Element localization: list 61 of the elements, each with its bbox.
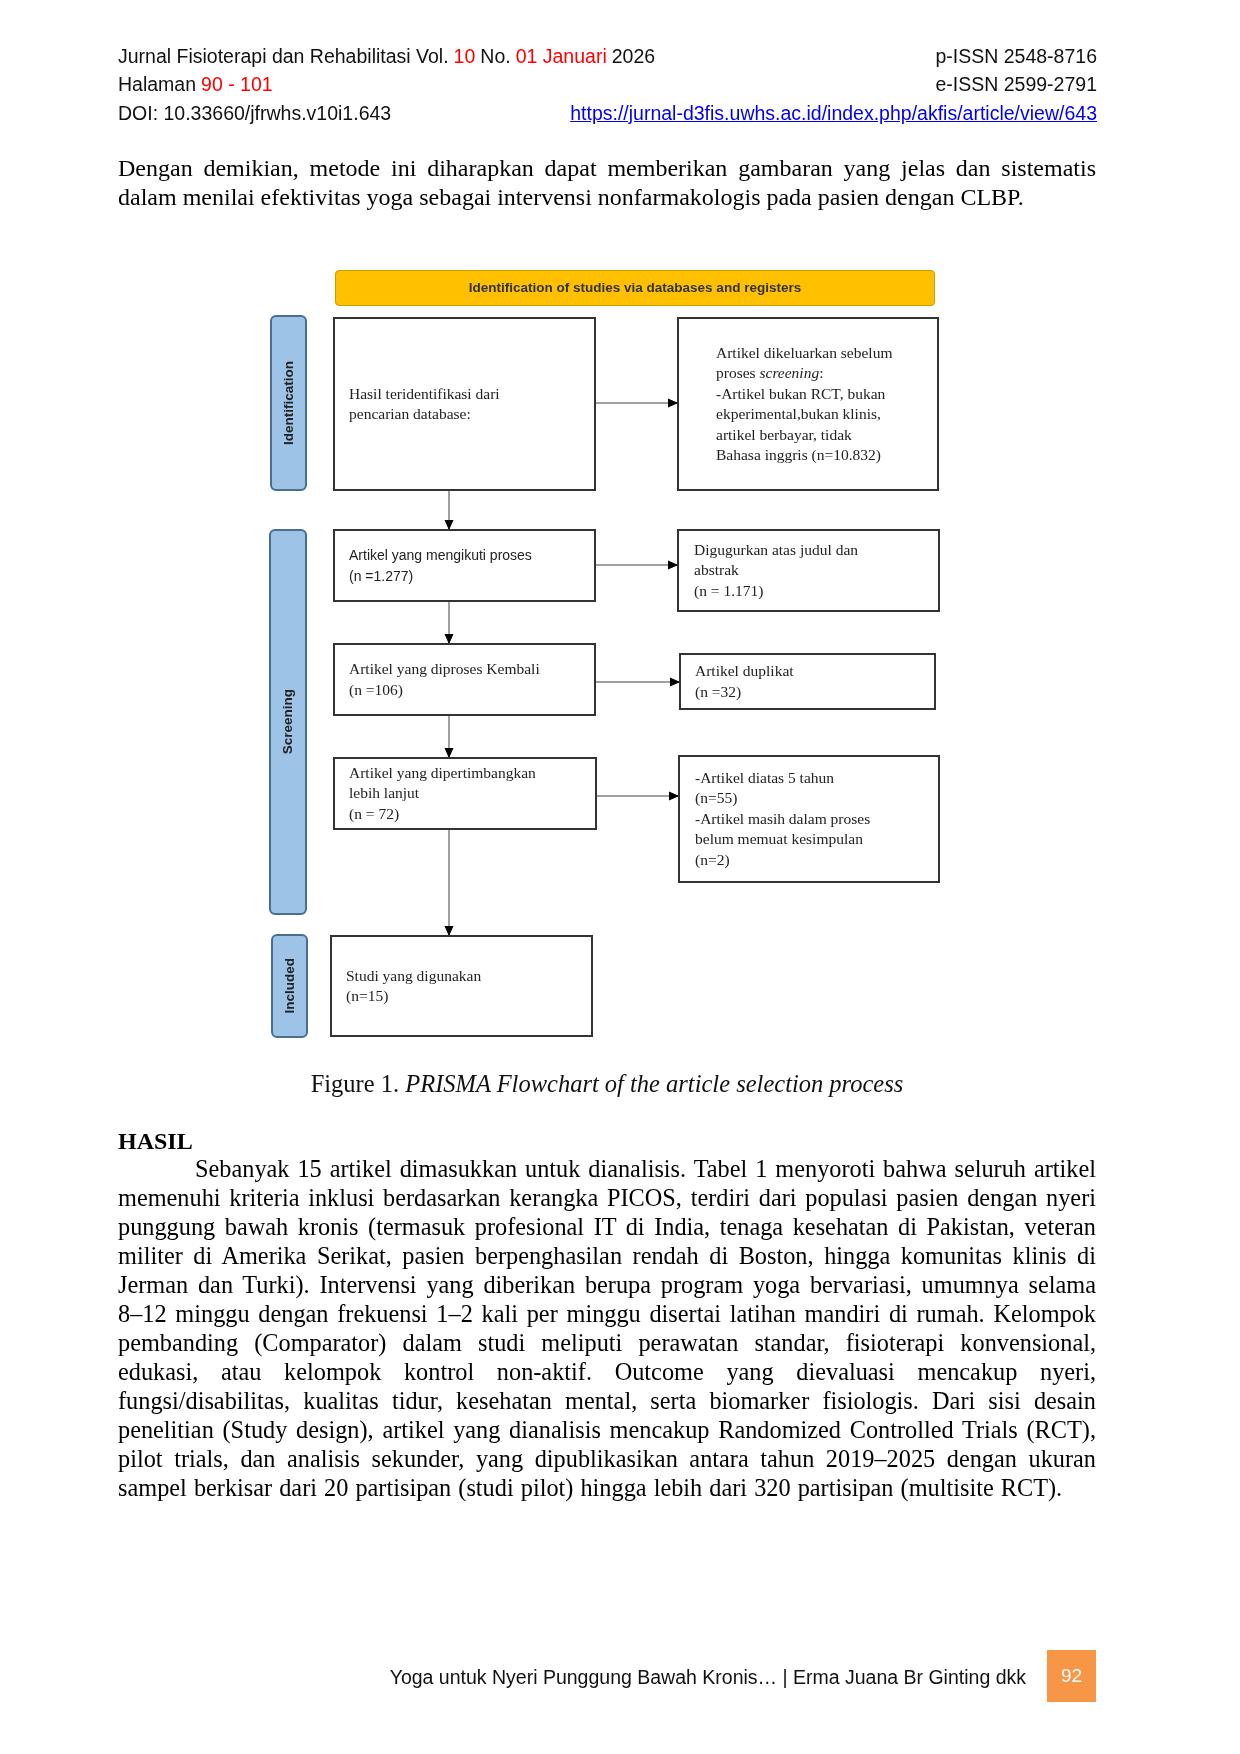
page-range: 90 - 101 bbox=[201, 72, 273, 96]
box-text: Digugurkan atas judul dan abstrak bbox=[694, 539, 859, 581]
exclusion-box bbox=[679, 653, 936, 710]
page-range-label: Halaman bbox=[118, 72, 197, 96]
page-number: 92 bbox=[1047, 1650, 1096, 1702]
phase-label: Screening bbox=[280, 689, 296, 755]
paragraph: Sebanyak 15 artikel dimasukkan untuk dianalisis. Tabel 1 menyoroti bahwa seluruh artikel memenuhi kriteria inklusi berdasarkan kerangka PICOS, terdiri dari populasi pasien dengan nyeri punggung bawah kronis (termasuk profesional IT di India, tenaga kesehatan di Pakistan, veteran militer di Amerika Serikat, pasien berpenghasilan rendah di Boston, hingga komunitas klinis di Jerman dan Turki). Intervensi yang diberikan berupa program yoga bervariasi, umumnya selama 8–12 minggu dengan frekuensi 1–2 kali per minggu disertai latihan mandiri di rumah. Kelompok pembanding (Comparator) dalam studi meliputi perawatan standar, fisioterapi konvensional, edukasi, atau kelompok kontrol non-aktif. Outcome yang dievaluasi mencakup nyeri, fungsi/disabilitas, kualitas tidur, kesehatan mental, serta biomarker fisiologis. Dari sisi desain penelitian (Study design), artikel yang dianalisis mencakup Randomized Controlled Trials (RCT), pilot trials, dan analisis sekunder, yang dipublikasikan antara tahun 2019–2025 dengan ukuran sampel berkisar dari 20 partisipan (studi pilot) hingga lebih dari 320 partisipan (multisite RCT). bbox=[118, 1154, 1096, 1502]
arrow bbox=[595, 398, 678, 408]
arrow bbox=[444, 490, 454, 530]
box-text: (n =1.277) bbox=[349, 566, 414, 586]
box-text: -Artikel bukan RCT, bukan ekperimental,bukan klinis, artikel berbayar, tidak Bahasa inggris (n=10.832) bbox=[716, 383, 887, 465]
box-text: -Artikel diatas 5 tahun bbox=[695, 767, 835, 788]
box-text: (n=15) bbox=[346, 986, 389, 1006]
volume-number: 10 bbox=[453, 44, 476, 68]
issue-year: 2026 bbox=[611, 44, 656, 68]
phase-label: Identification bbox=[280, 361, 297, 445]
box-text: (n = 72) bbox=[349, 803, 400, 824]
band-title: Identification of studies via databases and registers bbox=[468, 280, 802, 296]
issue-label: No. bbox=[480, 44, 511, 68]
arrow bbox=[595, 560, 678, 570]
paragraph: Dengan demikian, metode ini diharapkan dapat memberikan gambaran yang jelas dan sistematis dalam menilai efektivitas yoga sebagai intervensi nonfarmakologis pada pasien dengan CLBP. bbox=[118, 154, 1096, 212]
header-band bbox=[335, 270, 935, 306]
issn-text: e-ISSN 2599-2791 bbox=[935, 72, 1097, 96]
box-text: Artikel yang mengikuti proses bbox=[349, 546, 532, 565]
journal-title: Jurnal Fisioterapi dan Rehabilitasi Vol. bbox=[118, 44, 449, 68]
box-text: Artikel duplikat bbox=[695, 661, 794, 681]
box-text: (n =106) bbox=[349, 679, 403, 700]
box-text: Hasil teridentifikasi dari pencarian database: bbox=[349, 383, 501, 424]
process-box bbox=[333, 317, 596, 491]
process-box bbox=[330, 935, 593, 1037]
running-footer: Yoga untuk Nyeri Punggung Bawah Kronis… | Erma Juana Br Ginting dkk bbox=[389, 1664, 1026, 1690]
box-text: Artikel yang dipertimbangkan lebih lanjut bbox=[349, 762, 537, 804]
arrow bbox=[595, 677, 680, 687]
process-box bbox=[333, 757, 597, 830]
phase-bar bbox=[271, 934, 308, 1038]
box-text: Artikel dikeluarkan sebelum proses screening: bbox=[716, 342, 894, 383]
box-text: Artikel yang diproses Kembali bbox=[349, 659, 540, 679]
box-text: -Artikel masih dalam proses belum memuat kesimpulan bbox=[695, 808, 872, 850]
box-text: (n = 1.171) bbox=[694, 580, 764, 601]
process-box bbox=[333, 529, 596, 602]
box-text: (n =32) bbox=[695, 681, 742, 702]
phase-label: Included bbox=[281, 958, 298, 1014]
arrow bbox=[444, 601, 454, 644]
exclusion-box bbox=[677, 529, 940, 612]
arrow bbox=[444, 829, 454, 936]
phase-bar bbox=[269, 529, 307, 915]
phase-bar bbox=[270, 315, 307, 491]
box-text: Studi yang digunakan bbox=[346, 965, 482, 986]
process-box bbox=[333, 643, 596, 716]
issn-text: p-ISSN 2548-8716 bbox=[935, 44, 1097, 68]
exclusion-box bbox=[678, 755, 940, 883]
box-text: (n=55) bbox=[695, 788, 738, 809]
box-text: (n=2) bbox=[695, 849, 730, 870]
exclusion-box bbox=[677, 317, 939, 491]
issue-date: 01 Januari bbox=[515, 44, 607, 68]
section-heading: HASIL bbox=[118, 1127, 194, 1156]
article-link: https://jurnal-d3fis.uwhs.ac.id/index.php/akfis/article/view/643 bbox=[570, 101, 1097, 125]
arrow bbox=[444, 715, 454, 758]
figure-caption: Figure 1. PRISMA Flowchart of the article selection process bbox=[309, 1070, 905, 1098]
doi-text: DOI: 10.33660/jfrwhs.v10i1.643 bbox=[118, 101, 392, 125]
arrow bbox=[596, 791, 679, 801]
